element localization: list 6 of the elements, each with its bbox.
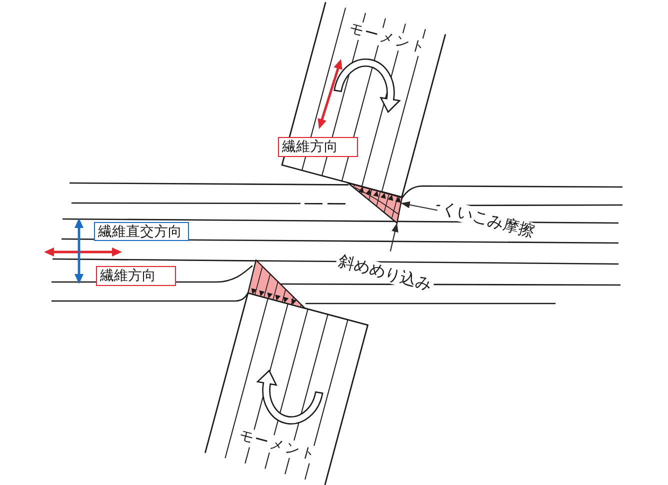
shaded-wedge	[347, 182, 403, 224]
leader-arrow	[400, 201, 438, 211]
leader-arrow	[390, 222, 398, 252]
label-box: 繊維方向	[96, 266, 176, 286]
label-box: 繊維方向	[278, 137, 358, 157]
label-box: 繊維直交方向	[94, 222, 189, 241]
